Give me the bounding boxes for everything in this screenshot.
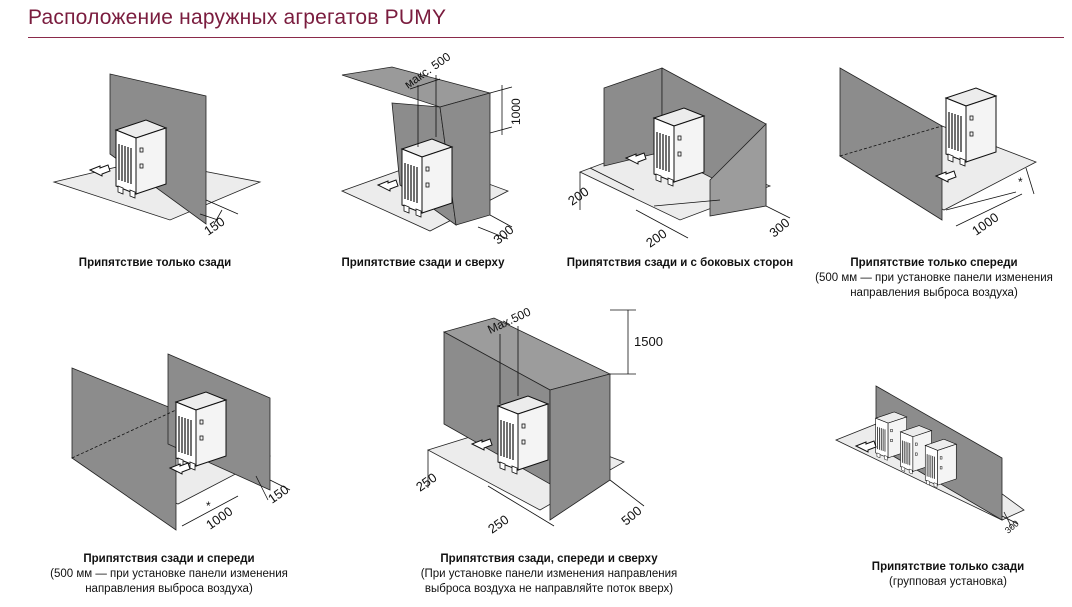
dim-label-side-front: 200: [643, 226, 669, 251]
dim-label-height: 1500: [634, 334, 663, 349]
diagram-rear-front-top: Max.500 1500 250 250 500: [413, 300, 664, 540]
diagram-rear-only: 150: [52, 70, 262, 240]
caption-rear-front: Припятствия сзади и спереди (500 мм — пр…: [50, 553, 288, 595]
diagram-rear-top: макс. 500 1000 300: [340, 49, 530, 247]
caption-rear-front-top: Припятствия сзади, спереди и сверху (При…: [420, 553, 678, 595]
dim-label-rear: 300: [766, 215, 792, 240]
page-title: Расположение наружных агрегатов PUMY: [28, 6, 447, 29]
diagram-rear-sides: 200 200 300: [565, 60, 800, 250]
dim-label-rear: 500: [618, 503, 644, 528]
diagram-rear-group: 300: [835, 376, 1036, 536]
dim-label-front: 250: [485, 512, 511, 537]
title-divider: [28, 37, 1064, 38]
dim-label: 1000: [969, 210, 1001, 239]
dim-label-height: 1000: [509, 98, 523, 125]
caption-rear-sides: Припятствия сзади и с боковых сторон: [566, 257, 794, 269]
dim-label-star: *: [206, 499, 211, 513]
dim-label-side: 250: [413, 470, 439, 495]
caption-rear-only: Припятствие только сзади: [78, 257, 232, 269]
diagram-front-only: * 1000: [836, 64, 1046, 244]
dim-label: 300: [1003, 518, 1021, 535]
dim-label-side-left: 200: [565, 184, 591, 209]
caption-rear-top: Припятствие сзади и сверху: [341, 257, 505, 269]
dim-label: 300: [490, 222, 516, 247]
caption-rear-group: Припятствие только сзади (групповая уста…: [871, 561, 1025, 588]
dim-label-star: *: [1018, 175, 1023, 189]
diagram-rear-front: 150 * 1000: [70, 350, 300, 540]
caption-front-only: Припятствие только спереди (500 мм — при…: [815, 257, 1053, 299]
